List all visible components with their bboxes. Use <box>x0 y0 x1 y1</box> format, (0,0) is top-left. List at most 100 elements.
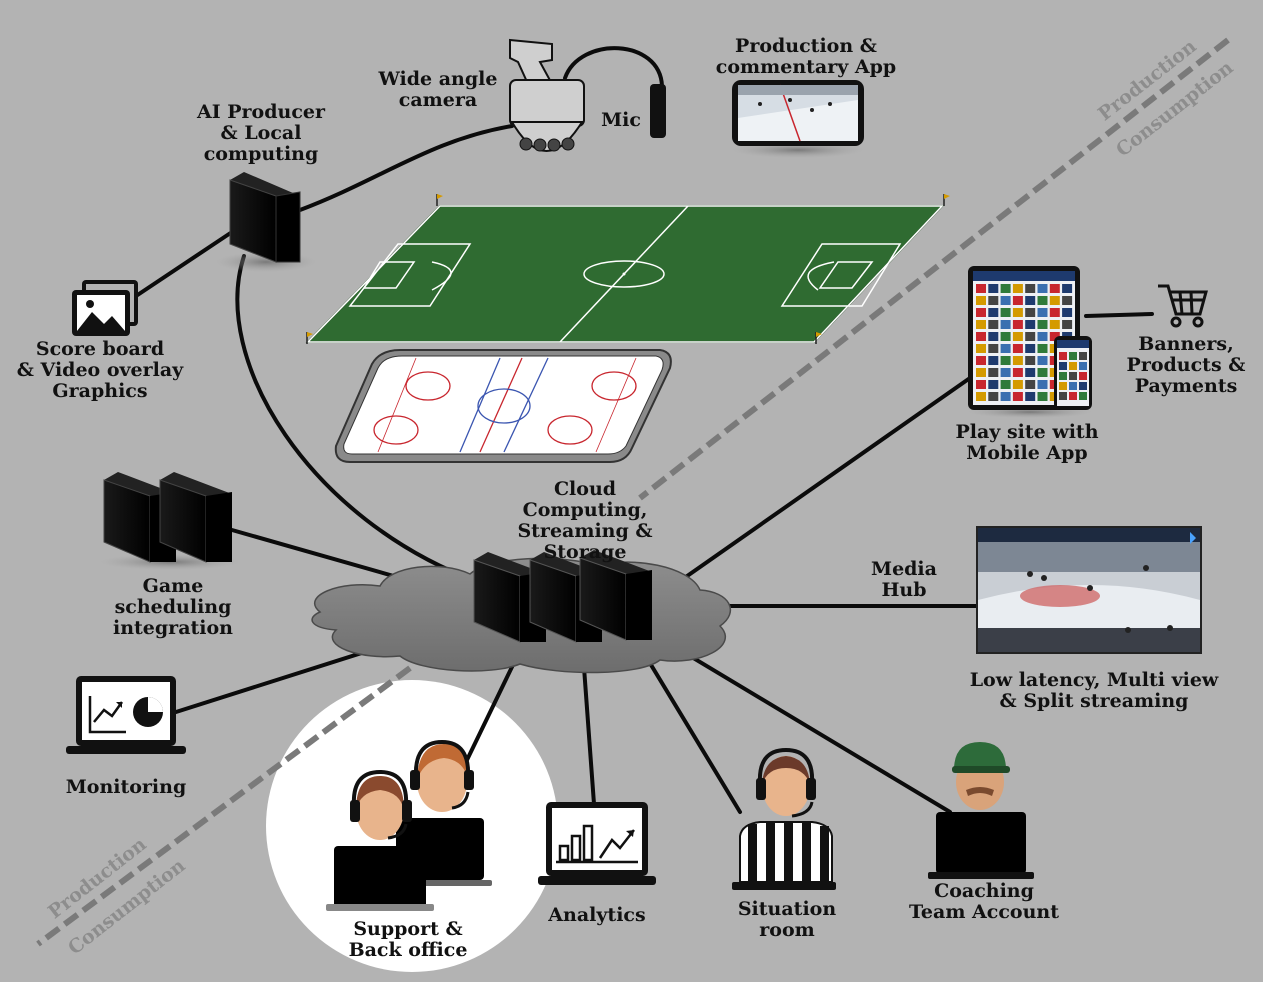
ai-producer-server-icon <box>216 172 316 272</box>
tablet-tile <box>988 320 999 329</box>
tablet-tile <box>1025 356 1036 365</box>
tablet-tile <box>976 392 986 401</box>
tablet-tile <box>988 356 999 365</box>
tablet-tile <box>988 344 999 353</box>
hockey-rink-icon <box>334 349 672 463</box>
phone-tile <box>1059 392 1067 400</box>
tablet-tile <box>1037 320 1048 329</box>
monitoring-label: Monitoring <box>65 776 187 798</box>
tablet-tile <box>1012 368 1023 377</box>
phone-tile <box>1069 352 1077 360</box>
tablet-phone-icon <box>968 266 1092 418</box>
tablet-tile <box>1000 332 1011 341</box>
tablet-tile <box>1037 308 1048 317</box>
tablet-tile <box>988 308 999 317</box>
phone-tile <box>1059 382 1067 390</box>
banners-label: Banners, Products & Payments <box>1126 333 1246 397</box>
microphone-icon <box>650 84 666 138</box>
tablet-tile <box>988 380 999 389</box>
tablet-tile <box>1049 284 1060 293</box>
tablet-tile <box>1037 392 1048 401</box>
media-hub-label: Media Hub <box>871 558 937 601</box>
tablet-tile <box>1000 356 1011 365</box>
tablet-tile <box>1012 344 1023 353</box>
play-site-label: Play site with Mobile App <box>955 421 1099 464</box>
tablet-tile <box>976 344 986 353</box>
coaching-label: Coaching Team Account <box>908 880 1060 923</box>
tablet-tile <box>1000 344 1011 353</box>
ai-producer-label: AI Producer & Local computing <box>197 101 325 165</box>
tablet-tile <box>1000 320 1011 329</box>
tablet-tile <box>976 332 986 341</box>
tablet-tile <box>1025 284 1036 293</box>
phone-tile <box>1079 392 1087 400</box>
phone-tile <box>1069 372 1077 380</box>
tablet-tile <box>1049 320 1060 329</box>
tablet-tile <box>988 392 999 401</box>
tablet-tile <box>1012 380 1023 389</box>
phone-tile <box>1079 382 1087 390</box>
tablet-tile <box>1025 332 1036 341</box>
tablet-tile <box>1025 344 1036 353</box>
tablet-tile <box>1025 296 1036 305</box>
tablet-tile <box>1025 368 1036 377</box>
phone-tile <box>1069 382 1077 390</box>
phone-tile <box>1059 352 1067 360</box>
corner-flags <box>306 194 950 344</box>
cloud-label: Cloud Computing, Streaming & Storage <box>517 478 653 563</box>
tablet-tile <box>1012 284 1023 293</box>
cloud-server-icon <box>473 550 652 643</box>
tablet-tile <box>1000 284 1011 293</box>
tablet-tile <box>988 284 999 293</box>
tablet-tile <box>1012 320 1023 329</box>
support-label: Support & Back office <box>348 918 468 961</box>
tablet-tile <box>1012 308 1023 317</box>
scoreboard-label: Score board & Video overlay Graphics <box>16 338 184 402</box>
tablet-tile <box>1049 308 1060 317</box>
phone-tile <box>1069 362 1077 370</box>
phone-app-icon <box>732 80 864 158</box>
tablet-tile <box>1037 356 1048 365</box>
tablet-tile <box>1062 308 1073 317</box>
tablet-tile <box>976 320 986 329</box>
production-app-label: Production & commentary App <box>715 35 897 78</box>
tablet-tile <box>1037 368 1048 377</box>
situation-room-label: Situation room <box>737 898 837 941</box>
phone-tile <box>1079 362 1087 370</box>
tablet-tile <box>1025 320 1036 329</box>
coach-icon <box>928 742 1034 879</box>
tablet-tile <box>988 332 999 341</box>
analytics-label: Analytics <box>548 904 646 926</box>
tablet-tile <box>1000 380 1011 389</box>
tablet-tile <box>1012 296 1023 305</box>
tablet-tile <box>976 284 986 293</box>
production-consumption-divider <box>36 37 1230 947</box>
mic-label: Mic <box>601 109 641 131</box>
video-screen-icon <box>976 526 1202 654</box>
tablet-tile <box>1062 284 1073 293</box>
tablet-tile <box>976 368 986 377</box>
laptop-chart-icon <box>66 676 186 754</box>
tablet-tile <box>976 380 986 389</box>
tablet-tile <box>1037 344 1048 353</box>
tablet-tile <box>1025 380 1036 389</box>
tablet-tile <box>1000 392 1011 401</box>
tablet-tile <box>976 356 986 365</box>
tablet-tile <box>1012 392 1023 401</box>
referee-icon <box>732 747 836 890</box>
tablet-tile <box>1012 332 1023 341</box>
tablet-tile <box>1037 284 1048 293</box>
tablet-tile <box>1049 296 1060 305</box>
tablet-tile <box>1025 392 1036 401</box>
analytics-laptop-icon <box>538 802 656 885</box>
phone-tile <box>1079 372 1087 380</box>
tablet-tile <box>988 368 999 377</box>
camera-icon <box>509 38 585 152</box>
phone-tile <box>1079 352 1087 360</box>
low-latency-label: Low latency, Multi view & Split streamin… <box>969 669 1219 712</box>
tablet-tile <box>1000 308 1011 317</box>
tablet-tile <box>988 296 999 305</box>
game-scheduling-label: Game scheduling integration <box>113 575 233 639</box>
shopping-cart-icon <box>1158 284 1208 328</box>
